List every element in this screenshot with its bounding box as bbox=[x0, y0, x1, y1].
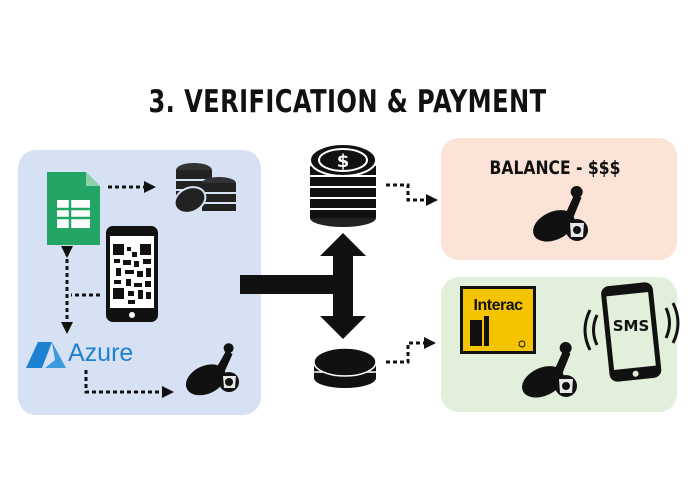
flow-arrows bbox=[240, 233, 366, 339]
money-bag-icon bbox=[533, 185, 588, 242]
phone-qr-icon bbox=[106, 226, 158, 322]
balance-label: BALANCE - $$$ bbox=[489, 157, 621, 179]
azure-label: Azure bbox=[68, 339, 134, 367]
azure-logo-icon bbox=[26, 342, 66, 368]
sms-phone-icon bbox=[583, 282, 680, 382]
spreadsheet-icon bbox=[47, 172, 100, 245]
interac-logo-icon bbox=[460, 286, 536, 354]
money-bag-icon bbox=[522, 341, 577, 398]
sms-label: SMS bbox=[612, 317, 650, 335]
svg-text:$: $ bbox=[337, 151, 350, 172]
interac-label: Interac bbox=[473, 297, 523, 314]
dollar-coin-stack-icon: $ bbox=[309, 143, 377, 227]
diagram-title: 3. VERIFICATION & PAYMENT bbox=[148, 84, 547, 120]
balance-panel bbox=[441, 138, 677, 260]
single-coin-icon bbox=[313, 347, 377, 388]
coin-stack-icon bbox=[173, 163, 236, 214]
money-bag-icon bbox=[185, 343, 239, 396]
